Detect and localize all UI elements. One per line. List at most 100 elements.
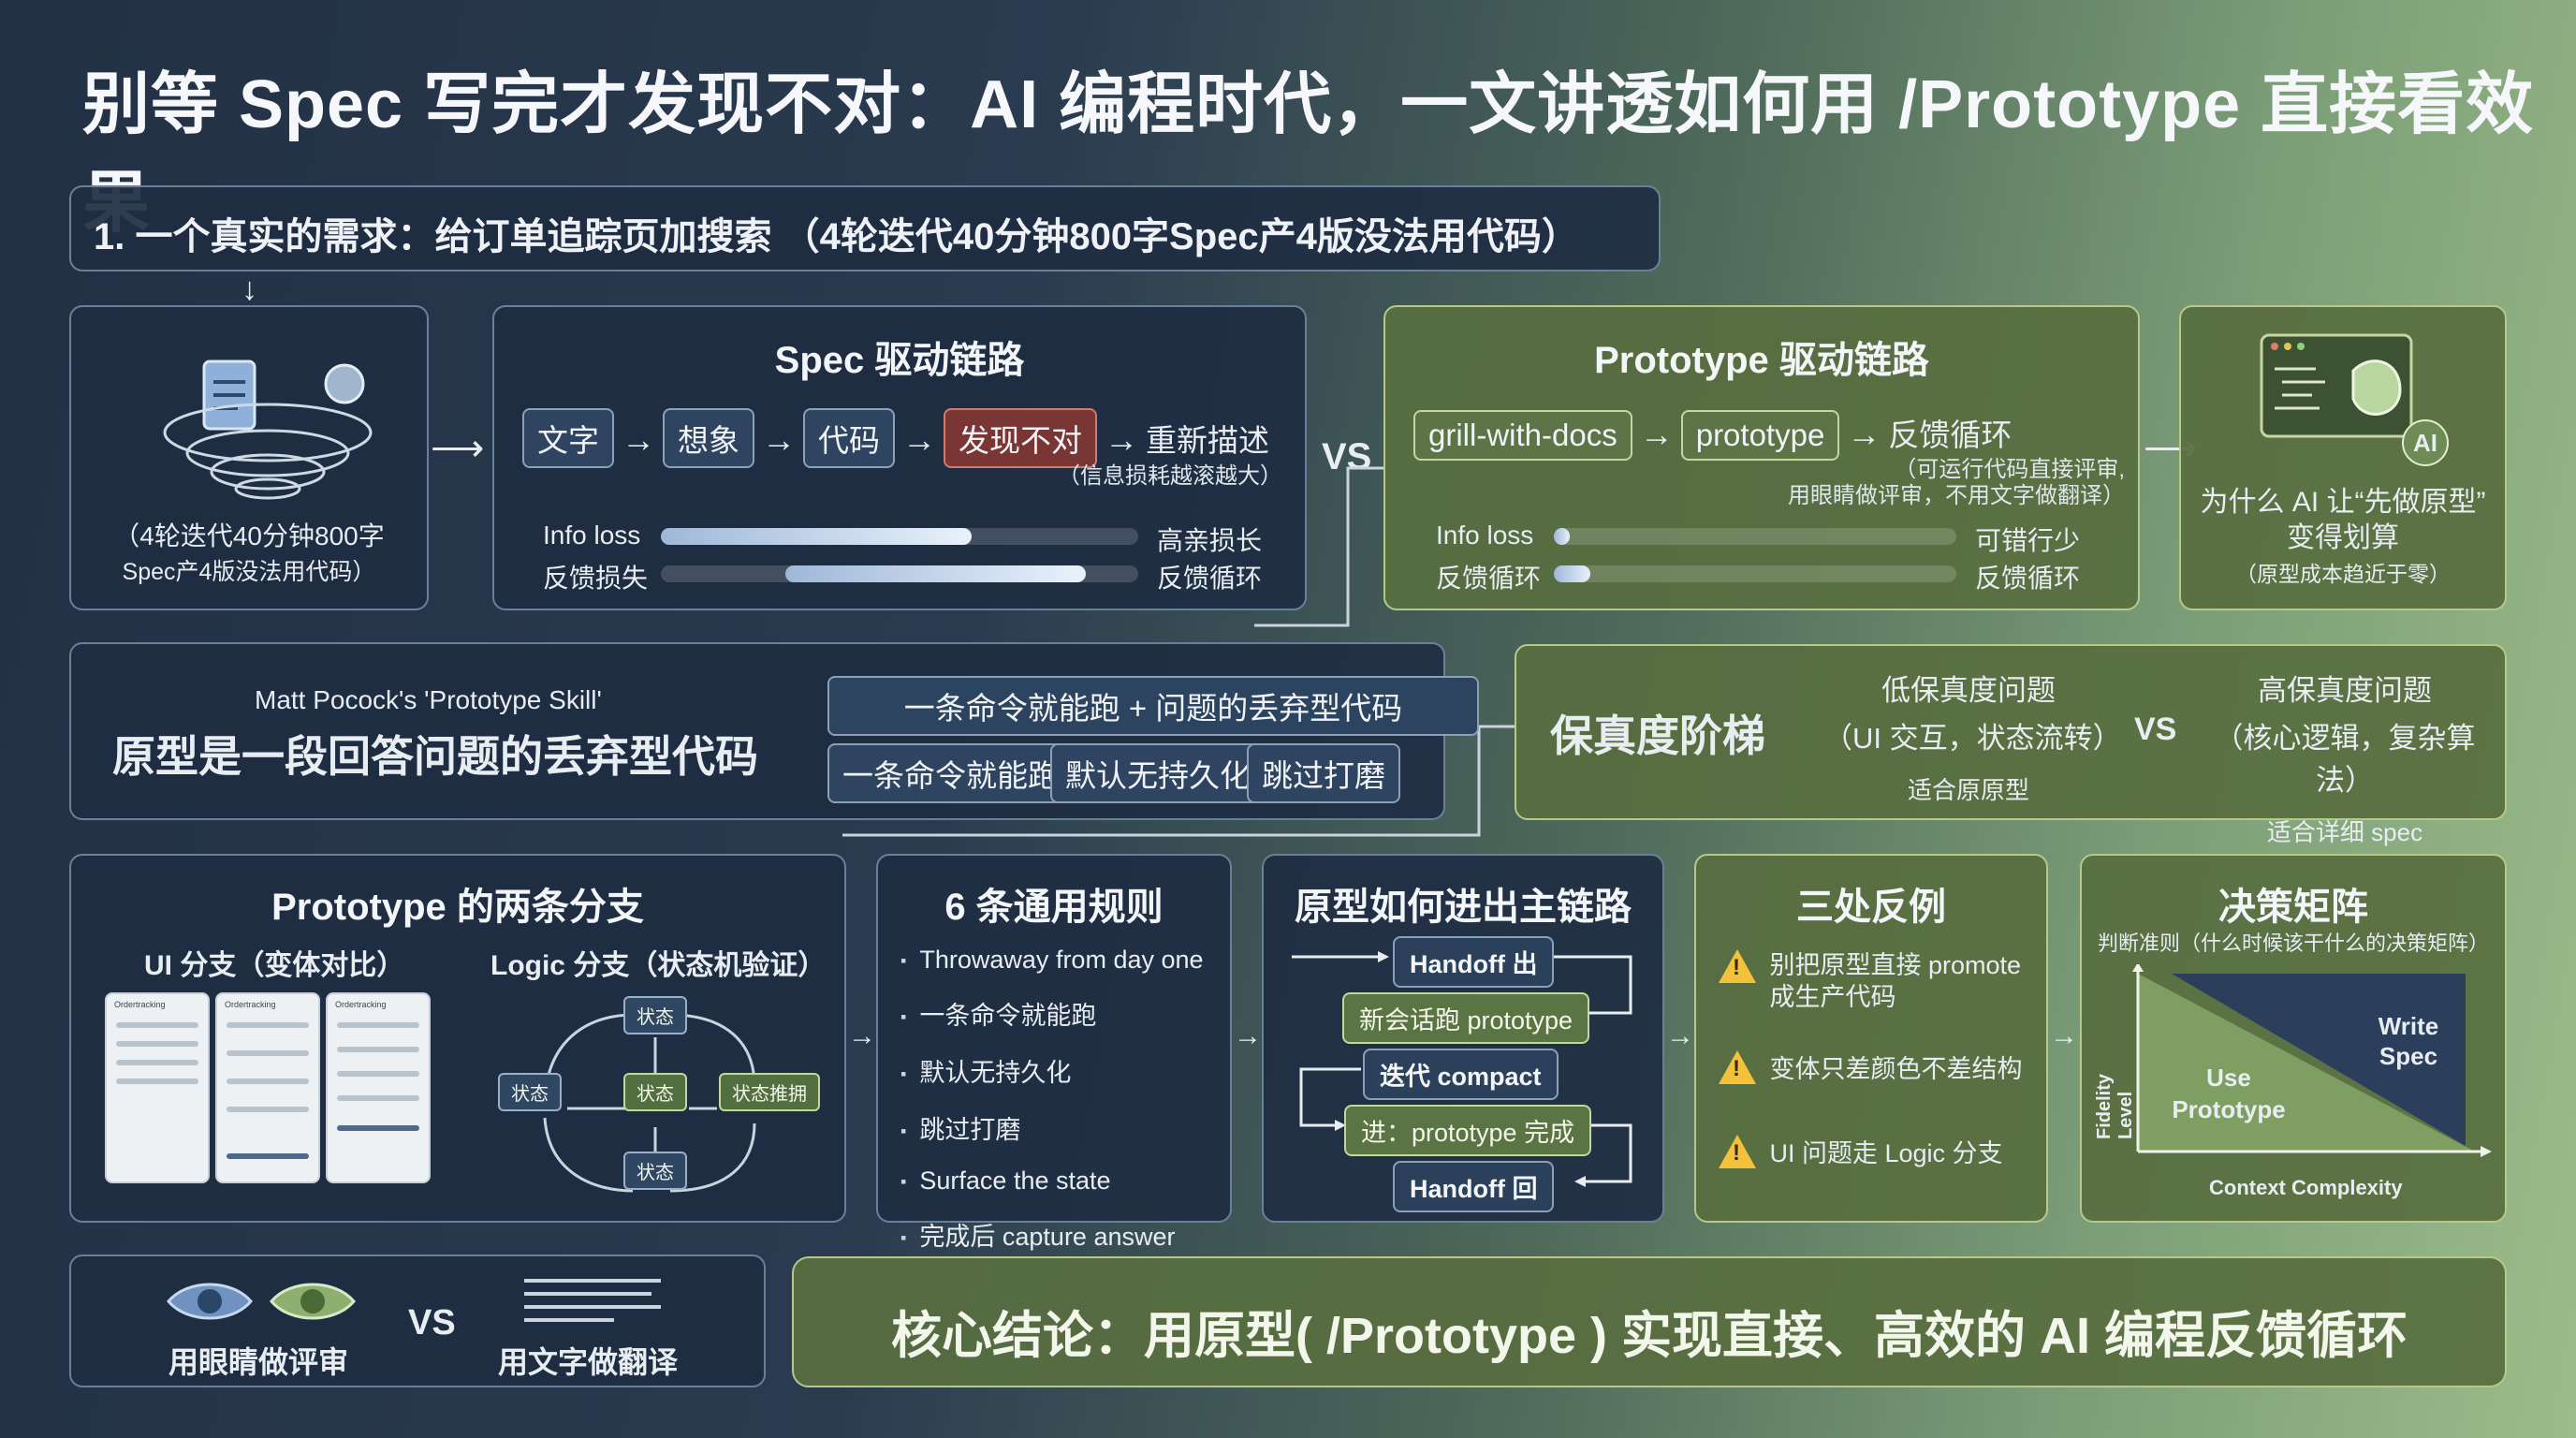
rule-item: 完成后 capture answer xyxy=(900,1216,1204,1253)
spec-step-text: 文字 xyxy=(522,408,614,468)
counter-panel: 三处反例 别把原型直接 promote 成生产代码 变体只差颜色不差结构 UI … xyxy=(1694,854,2048,1223)
prototype-chain-panel: Prototype 驱动链路 grill-with-docs→prototype… xyxy=(1383,305,2140,610)
eyes-vs: VS xyxy=(408,1303,456,1343)
fidelity-panel: 保真度阶梯 低保真度问题 （UI 交互，状态流转） 适合原原型 VS 高保真度问… xyxy=(1515,644,2507,846)
iterate-compact: 迭代 compact xyxy=(1363,1049,1559,1100)
fidelity-high-title: 高保真度问题 xyxy=(2258,674,2432,707)
proto-info-loss-bar xyxy=(1554,528,1956,545)
fidelity-high-fit: 适合详细 spec xyxy=(2266,818,2423,846)
fidelity-low-title: 低保真度问题 xyxy=(1881,674,2056,707)
matrix-ylabel: Fidelity Level xyxy=(2094,1073,2136,1139)
definition-big: 原型是一段回答问题的丢弃型代码 xyxy=(112,732,758,781)
mainline-panel: 原型如何进出主链路 Handoff 出 新会话跑 prototype 迭代 co… xyxy=(1262,854,1664,1223)
proto-row1-right: 可错行少 xyxy=(1975,526,2081,555)
flow-arrow-icon: → xyxy=(1639,415,1674,453)
proto-note: （可运行代码直接评审, 用眼睛做评审，不用文字做翻译） xyxy=(1788,457,2125,509)
matrix-title: 决策矩阵 xyxy=(2218,887,2368,928)
state-top: 状态 xyxy=(623,996,687,1034)
counter-to-matrix-arrow: → xyxy=(2050,1020,2078,1051)
proto-note-line-1: （可运行代码直接评审, xyxy=(1894,457,2125,482)
phone-header: Ordertracking xyxy=(225,1000,276,1009)
spec-row1-label: Info loss xyxy=(543,521,641,550)
spec-row2-label: 反馈损失 xyxy=(543,564,649,593)
matrix-write-spec: Write Spec xyxy=(2378,1012,2439,1070)
counter-item-1: 别把原型直接 promote 成生产代码 xyxy=(1719,949,2037,1013)
counter-item-2: 变体只差颜色不差结构 xyxy=(1719,1049,2037,1085)
eyes-right-label: 用文字做翻译 xyxy=(498,1345,679,1379)
rules-to-mainline-arrow: → xyxy=(1234,1020,1262,1051)
rules-title: 6 条通用规则 xyxy=(944,887,1164,928)
rule-item: Throwaway from day one xyxy=(900,946,1203,975)
eye-green-icon xyxy=(270,1283,356,1320)
state-left: 状态 xyxy=(498,1073,562,1111)
fidelity-low-fit: 适合原原型 xyxy=(1907,776,2029,804)
matrix-subtitle: 判断准则（什么时候该干什么的决策矩阵） xyxy=(2097,932,2489,955)
definition-tag-nopolish: 跳过打磨 xyxy=(1247,743,1400,803)
text-lines-icon xyxy=(524,1279,661,1322)
state-right: 状态推拥 xyxy=(719,1073,820,1111)
fidelity-high-sub: （核心逻辑，复杂算法） xyxy=(2214,722,2476,797)
definition-panel: Matt Pocock's 'Prototype Skill' 原型是一段回答问… xyxy=(69,642,1479,820)
prototype-chain-flow: grill-with-docs→prototype→反馈循环 xyxy=(1413,410,2012,461)
conclusion-text: 核心结论：用原型( /Prototype ) 实现直接、高效的 AI 编程反馈循… xyxy=(891,1308,2408,1364)
rules-panel: 6 条通用规则 Throwaway from day one 一条命令就能跑 默… xyxy=(876,854,1232,1251)
spec-feedback-bar xyxy=(661,565,1138,582)
definition-small: Matt Pocock's 'Prototype Skill' xyxy=(255,685,602,714)
rule-item: 跳过打磨 xyxy=(900,1109,1204,1146)
fidelity-title: 保真度阶梯 xyxy=(1550,712,1765,760)
section-1-header: 1. 一个真实的需求：给订单追踪页加搜索 （4轮迭代40分钟800字Spec产4… xyxy=(69,185,1661,271)
spec-step-imagine: 想象 xyxy=(663,408,754,468)
rule-item: 默认无持久化 xyxy=(900,1052,1204,1089)
spec-step-redescribe: 重新描述 xyxy=(1146,423,1269,458)
branches-to-rules-arrow: → xyxy=(848,1020,876,1051)
phone-header: Ordertracking xyxy=(114,1000,166,1009)
spec-step-wrong: 发现不对 xyxy=(944,408,1097,468)
counter-item-3: UI 问题走 Logic 分支 xyxy=(1719,1133,2037,1169)
eyes-vs-text-panel: 用眼睛做评审 VS 用文字做翻译 xyxy=(69,1255,766,1387)
matrix-use-prototype: Use Prototype xyxy=(2172,1064,2286,1123)
why-ai-panel: AI 为什么 AI 让“先做原型” 变得划算 （原型成本趋近于零） xyxy=(2179,305,2507,610)
conclusion-panel: 核心结论：用原型( /Prototype ) 实现直接、高效的 AI 编程反馈循… xyxy=(792,1256,2507,1387)
flow-arrow-icon: → xyxy=(1105,420,1138,459)
proto-note-line-2: 用眼睛做评审，不用文字做翻译） xyxy=(1788,483,2125,508)
eyes-left-label: 用眼睛做评审 xyxy=(168,1345,349,1379)
story-caption-line-1: （4轮迭代40分钟800字 xyxy=(113,521,385,550)
fidelity-low: 低保真度问题 （UI 交互，状态流转） 适合原原型 xyxy=(1823,667,2122,806)
definition-formula: 一条命令就能跑 + 问题的丢弃型代码 xyxy=(827,676,1479,736)
warning-icon xyxy=(1719,949,1756,983)
story-to-spec-arrow: ⟶ xyxy=(431,428,485,469)
warning-icon xyxy=(1719,1049,1756,1084)
story-caption: （4轮迭代40分钟800字 Spec产4版没法用代码） xyxy=(71,519,427,590)
state-center: 状态 xyxy=(623,1073,687,1111)
counter-title: 三处反例 xyxy=(1796,887,1946,928)
spec-chain-title: Spec 驱动链路 xyxy=(774,340,1025,381)
spec-info-loss-bar xyxy=(661,528,1138,545)
proto-row2-right: 反馈循环 xyxy=(1975,564,2081,593)
spec-step-code: 代码 xyxy=(803,408,895,468)
proto-row1-label: Info loss xyxy=(1436,521,1534,550)
prototype-chain-title: Prototype 驱动链路 xyxy=(1594,340,1929,381)
flow-arrow-icon: → xyxy=(762,420,796,459)
branches-panel: Prototype 的两条分支 UI 分支（变体对比） Logic 分支（状态机… xyxy=(69,854,846,1223)
new-session-prototype: 新会话跑 prototype xyxy=(1342,992,1590,1044)
handoff-out: Handoff 出 xyxy=(1393,936,1555,988)
ui-variant-b: Ordertracking xyxy=(215,992,320,1183)
eye-blue-icon xyxy=(167,1283,253,1320)
counter-text: 别把原型直接 promote 成生产代码 xyxy=(1769,951,2022,1011)
why-line-2: 变得划算 xyxy=(2287,522,2399,553)
mainline-flow-arrows xyxy=(1292,951,1632,1187)
why-text: 为什么 AI 让“先做原型” 变得划算 （原型成本趋近于零） xyxy=(2181,485,2505,592)
spec-tail-note: （信息损耗越滚越大） xyxy=(1058,463,1282,489)
warning-icon xyxy=(1719,1134,1756,1168)
spec-chain-panel: Spec 驱动链路 文字→想象→代码→发现不对→重新描述 （信息损耗越滚越大） … xyxy=(492,305,1307,610)
prototype-done: 进：prototype 完成 xyxy=(1344,1105,1592,1156)
section-1-text: 1. 一个真实的需求：给订单追踪页加搜索 （4轮迭代40分钟800字Spec产4… xyxy=(94,216,1579,257)
story-panel: （4轮迭代40分钟800字 Spec产4版没法用代码） xyxy=(69,305,429,610)
spec-row2-right: 反馈循环 xyxy=(1157,564,1263,593)
definition-tag-run: 一条命令就能跑 xyxy=(827,743,1074,803)
why-note: （原型成本趋近于零） xyxy=(2235,562,2451,586)
spec-row1-right: 高亲损长 xyxy=(1157,526,1263,555)
why-line-1: 为什么 AI 让“先做原型” xyxy=(2200,487,2486,518)
ui-variant-a: Ordertracking xyxy=(105,992,210,1183)
code-window-icon xyxy=(2260,333,2413,438)
